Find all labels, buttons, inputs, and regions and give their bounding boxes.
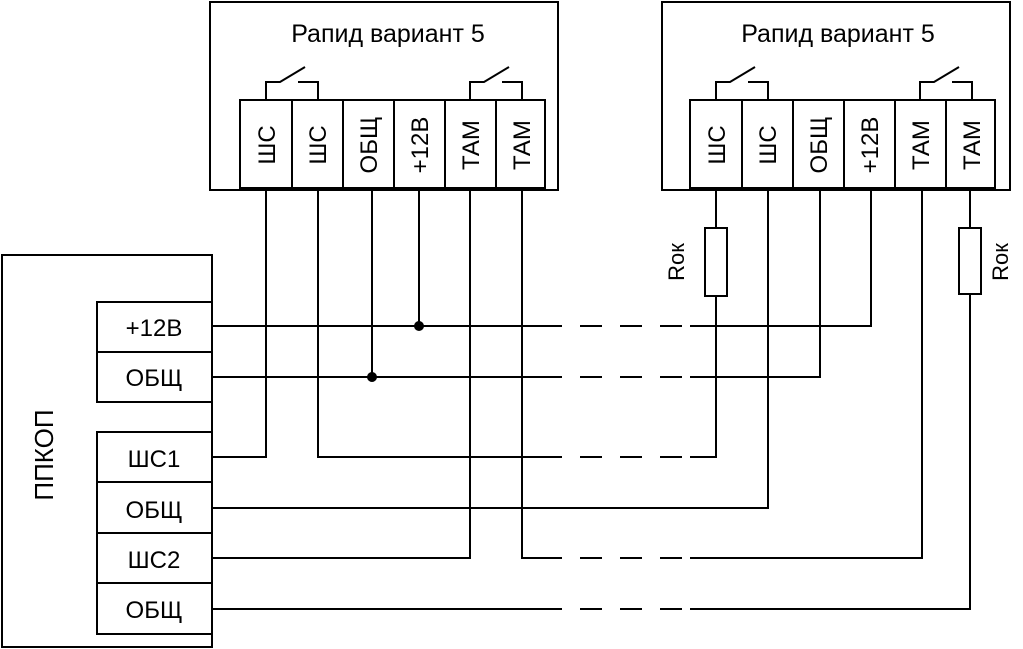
terminal-tamper-1: ТАМ xyxy=(458,120,485,170)
terminal-loop-1: ШС xyxy=(704,125,731,164)
relay-contact-icon xyxy=(265,66,319,100)
device-left-title: Рапид вариант 5 xyxy=(291,20,485,48)
loop-1-return-wire xyxy=(212,188,769,509)
panel-terminal-loop-2: ШС2 xyxy=(128,547,181,574)
terminal-loop-2: ШС xyxy=(755,125,782,164)
terminal-common: ОБЩ xyxy=(806,117,833,174)
device-left: Рапид вариант 5 ШС ШС ОБЩ +12В ТАМ ТАМ xyxy=(209,1,559,191)
panel-terminal-common-1: ОБЩ xyxy=(126,497,183,524)
wiring xyxy=(212,188,971,610)
terminal-common: ОБЩ xyxy=(356,117,383,174)
resistor-icon xyxy=(958,227,982,295)
tamper-contact-icon xyxy=(469,66,523,100)
terminal-loop-2: ШС xyxy=(305,125,332,164)
panel-terminal-common: ОБЩ xyxy=(126,365,183,392)
resistor-left: Rок xyxy=(664,227,728,297)
loop-1-wire xyxy=(212,188,267,458)
control-panel-label: ППКОП xyxy=(29,409,59,500)
junction-dot xyxy=(367,372,377,382)
resistor-label: Rок xyxy=(988,243,1013,281)
terminal-power: +12В xyxy=(407,117,434,174)
resistor-right: Rок xyxy=(958,227,1013,295)
panel-terminal-common-2: ОБЩ xyxy=(126,597,183,624)
panel-terminal-loop-1: ШС1 xyxy=(128,446,181,473)
terminal-tamper-2: ТАМ xyxy=(959,120,986,170)
tamper-contact-icon xyxy=(919,66,973,100)
terminal-tamper-1: ТАМ xyxy=(908,120,935,170)
junction-dot xyxy=(414,321,424,331)
resistor-icon xyxy=(704,227,728,297)
device-right: Рапид вариант 5 ШС ШС ОБЩ +12В ТАМ ТАМ xyxy=(661,1,1011,191)
panel-terminal-power: +12В xyxy=(126,315,183,342)
device-right-terminal-strip xyxy=(689,99,996,189)
control-panel: ППКОП +12В ОБЩ ШС1 ОБЩ ШС2 ОБЩ xyxy=(1,254,213,648)
resistor-label: Rок xyxy=(664,243,689,281)
terminal-loop-1: ШС xyxy=(254,125,281,164)
relay-contact-icon xyxy=(715,66,769,100)
terminal-tamper-2: ТАМ xyxy=(509,120,536,170)
loop-2-wire xyxy=(212,188,471,559)
device-right-title: Рапид вариант 5 xyxy=(741,20,935,48)
device-left-terminal-strip xyxy=(239,99,546,189)
terminal-power: +12В xyxy=(857,117,884,174)
